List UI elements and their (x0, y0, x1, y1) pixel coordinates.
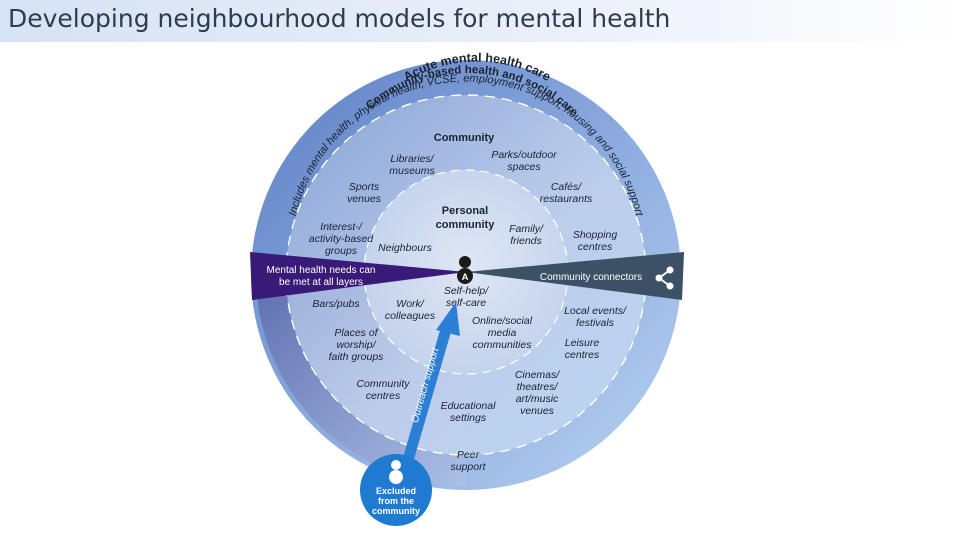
community-centres-label-1: Community (356, 378, 410, 390)
title-bar: Developing neighbourhood models for ment… (0, 0, 960, 42)
educational-label-1: Educational (441, 400, 497, 412)
leisure-label-2: centres (565, 349, 600, 361)
peer-support-label-2: support (450, 461, 486, 473)
peer-support-label-1: Peer (457, 449, 480, 461)
interest-label-3: groups (325, 245, 358, 257)
left-wedge-text-1: Mental health needs can (267, 265, 376, 276)
family-label-1: Family/ (509, 223, 544, 235)
worship-label-2: worship/ (336, 339, 376, 351)
cafes-label-1: Cafés/ (551, 181, 582, 193)
page-title: Developing neighbourhood models for ment… (8, 4, 671, 33)
leisure-label-1: Leisure (565, 337, 600, 349)
cafes-label-2: restaurants (540, 193, 593, 205)
excluded-text-2: from the (378, 496, 414, 506)
outreach-arrow (402, 302, 460, 462)
sports-label-1: Sports (349, 181, 380, 193)
sports-label-2: venues (347, 193, 382, 205)
educational-label-2: settings (450, 412, 487, 424)
personal-header-2: community (436, 219, 496, 231)
right-wedge-text: Community connectors (540, 272, 642, 283)
interest-label-2: activity-based (309, 233, 374, 245)
bars-label: Bars/pubs (312, 298, 360, 310)
family-label-2: friends (510, 235, 542, 247)
shopping-label-1: Shopping (573, 229, 618, 241)
excluded-circle (360, 454, 432, 526)
local-events-label-1: Local events/ (564, 305, 627, 317)
selfhelp-label-2: self-care (446, 297, 486, 309)
libraries-label-2: museums (389, 165, 435, 177)
worship-label-3: faith groups (329, 351, 385, 363)
center-letter: A (462, 272, 469, 283)
community-header: Community (434, 132, 495, 144)
excluded-text-3: community (372, 506, 420, 516)
right-wedge (466, 252, 684, 300)
local-events-label-2: festivals (576, 317, 615, 329)
work-label-1: Work/ (396, 298, 424, 310)
libraries-label-1: Libraries/ (390, 153, 434, 165)
interest-label-1: Interest-/ (320, 221, 363, 233)
cinemas-label-2: theatres/ (517, 381, 559, 393)
personal-header-1: Personal (442, 205, 488, 217)
parks-label-1: Parks/outdoor (491, 149, 557, 161)
community-centres-label-2: centres (366, 390, 401, 402)
cinemas-label-4: venues (520, 405, 555, 417)
shopping-label-2: centres (578, 241, 613, 253)
share-icon (655, 266, 674, 290)
excluded-person-icon (389, 460, 403, 484)
person-icon (457, 256, 473, 284)
online-label-3: communities (473, 339, 533, 351)
cinemas-label-1: Cinemas/ (515, 369, 560, 381)
selfhelp-label-1: Self-help/ (444, 285, 489, 297)
cinemas-label-3: art/music (516, 393, 559, 405)
online-label-1: Online/social (472, 315, 533, 327)
neighbours-label: Neighbours (378, 242, 432, 254)
work-label-2: colleagues (385, 310, 436, 322)
online-label-2: media (488, 327, 517, 339)
left-wedge (250, 252, 466, 300)
left-wedge-text-2: be met at all layers (279, 277, 363, 288)
excluded-text-1: Excluded (376, 486, 416, 496)
worship-label-1: Places of (334, 327, 378, 339)
parks-label-2: spaces (507, 161, 541, 173)
